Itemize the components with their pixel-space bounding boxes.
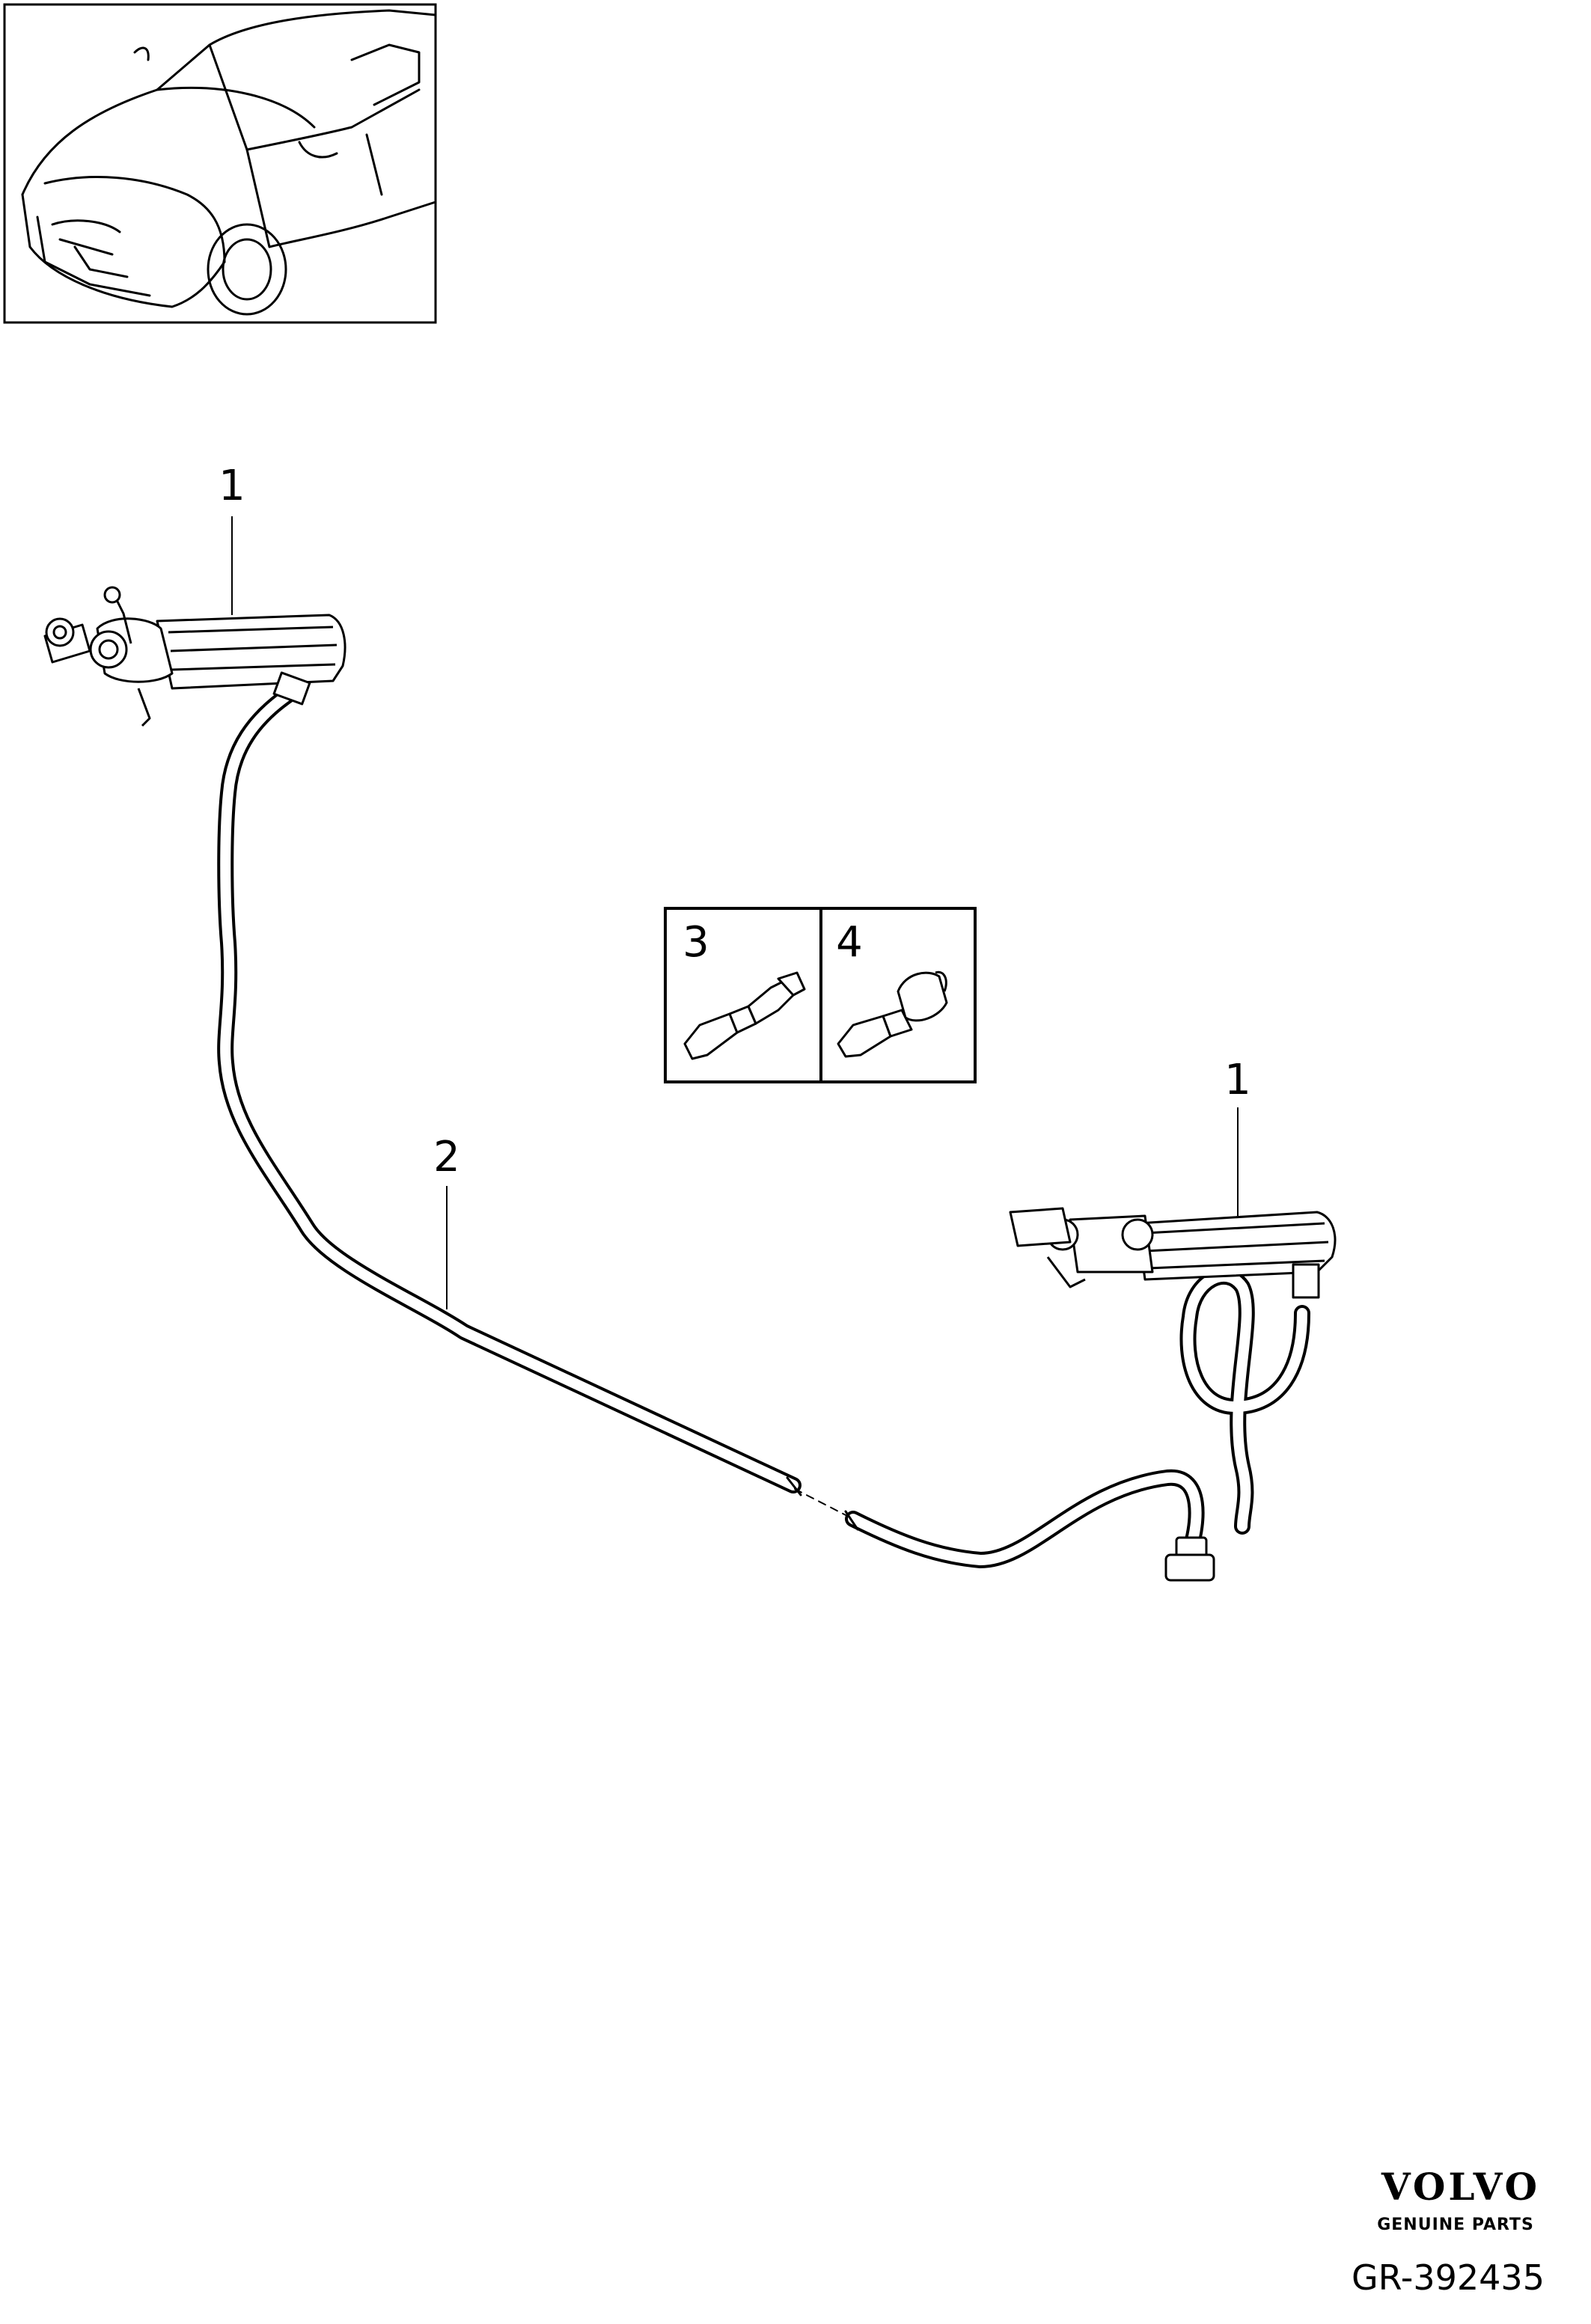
callout-injector-left: 1: [219, 462, 245, 510]
straight-connector-illustration: [683, 971, 806, 1060]
callout-hose: 2: [433, 1133, 460, 1181]
car-illustration: [21, 9, 437, 316]
callout-injector-right: 1: [1224, 1056, 1251, 1104]
hose-loop-inner: [1182, 1270, 1307, 1532]
callout-connector-elbow: 4: [836, 918, 863, 967]
brand-wordmark: VOLVO: [1381, 2165, 1540, 2209]
callout-leaders: [231, 516, 1239, 1309]
volvo-genuine-parts-logo: VOLVO GENUINE PARTS: [1377, 2165, 1540, 2234]
hose-segment-left-inner: [220, 689, 798, 1490]
washer-injector-right: [1009, 1207, 1337, 1299]
washer-hose: [217, 686, 1310, 1568]
washer-injector-left: [43, 586, 346, 727]
hose-segment-left: [217, 686, 801, 1493]
brand-tagline: GENUINE PARTS: [1377, 2216, 1534, 2234]
hose-break-dash: [794, 1488, 854, 1520]
hose-segment-right-inner: [848, 1472, 1202, 1565]
figure-code: GR-392435: [1352, 2257, 1545, 2298]
hose-end-connector: [1164, 1536, 1215, 1582]
callout-connector-straight: 3: [682, 918, 709, 967]
vehicle-locator-thumbnail: [3, 3, 437, 324]
connector-detail-box: [664, 907, 977, 1083]
elbow-connector-illustration: [837, 970, 948, 1058]
